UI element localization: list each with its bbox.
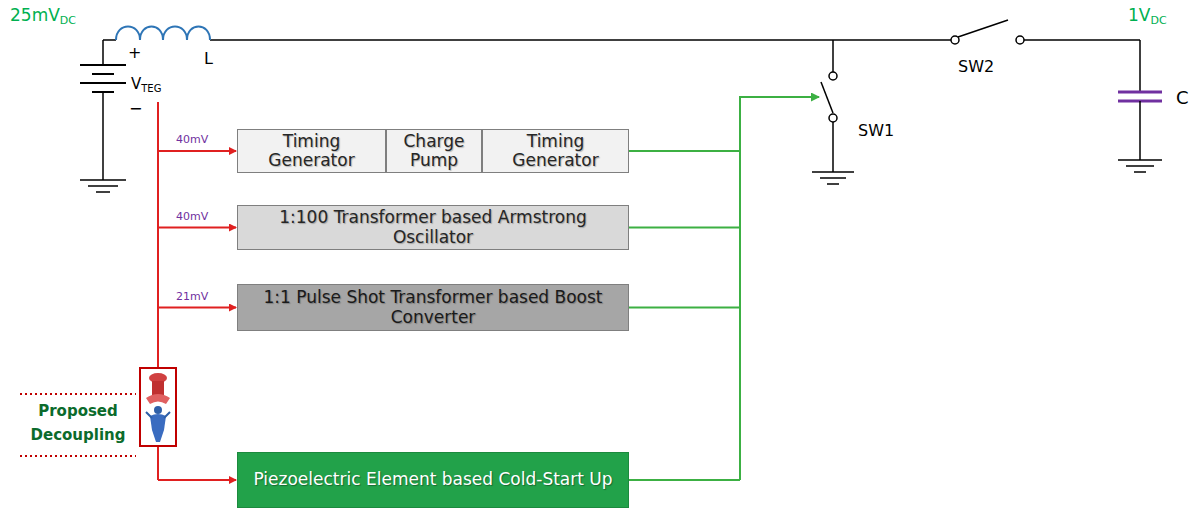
box-text: Timing Generator: [244, 132, 379, 170]
control-wire: [739, 97, 741, 480]
process-box: Charge Pump: [386, 129, 482, 173]
supply-wire: [158, 307, 236, 309]
process-box: Timing Generator: [482, 129, 629, 173]
component-name: SW1: [858, 122, 894, 140]
source-name: V: [131, 76, 141, 93]
subscript-label: TEG: [141, 83, 161, 94]
control-wire: [739, 96, 819, 98]
polarity-mark: −: [129, 100, 142, 118]
subscript-label: DC: [60, 15, 76, 27]
voltage-label: 1V: [1128, 6, 1150, 25]
note-text: Proposed Decoupling: [16, 399, 140, 447]
subscript-label: DC: [1150, 15, 1166, 27]
inductor-symbol: [116, 27, 210, 41]
process-box: 1:100 Transformer based Armstrong Oscill…: [237, 205, 629, 250]
component-name: C: [1176, 88, 1189, 108]
control-wire: [629, 227, 740, 229]
top-wire: [103, 40, 1140, 180]
process-box: 1:1 Pulse Shot Transformer based Boost C…: [237, 284, 629, 331]
polarity-mark: +: [128, 44, 141, 62]
battery-symbol: [80, 65, 126, 92]
voltage-label: 40mV: [176, 211, 208, 223]
control-wire: [629, 307, 740, 309]
supply-wire: [158, 479, 236, 481]
process-box: Timing Generator: [237, 129, 386, 173]
box-text: 1:1 Pulse Shot Transformer based Boost C…: [244, 288, 622, 326]
box-text: Piezoelectric Element based Cold-Start U…: [253, 470, 612, 489]
decoupling-icon: [140, 368, 176, 446]
voltage-label: 21mV: [176, 291, 208, 303]
component-name: SW2: [958, 58, 994, 76]
voltage-label: 25mV: [10, 6, 60, 25]
switch-sw1: [812, 40, 854, 184]
signal-wires: [158, 97, 819, 480]
supply-wire: [158, 227, 236, 229]
box-text: Timing Generator: [489, 132, 622, 170]
box-text: 1:100 Transformer based Armstrong Oscill…: [244, 208, 622, 246]
ground-symbol: [80, 180, 126, 192]
component-name: L: [204, 50, 213, 68]
process-box: Piezoelectric Element based Cold-Start U…: [237, 452, 629, 508]
control-wire: [629, 150, 740, 152]
supply-wire: [158, 150, 236, 152]
box-text: Charge Pump: [393, 132, 475, 170]
voltage-label: 40mV: [176, 134, 208, 146]
control-wire: [629, 479, 740, 481]
switch-sw2: [951, 20, 1024, 44]
capacitor-symbol: [1118, 40, 1162, 172]
